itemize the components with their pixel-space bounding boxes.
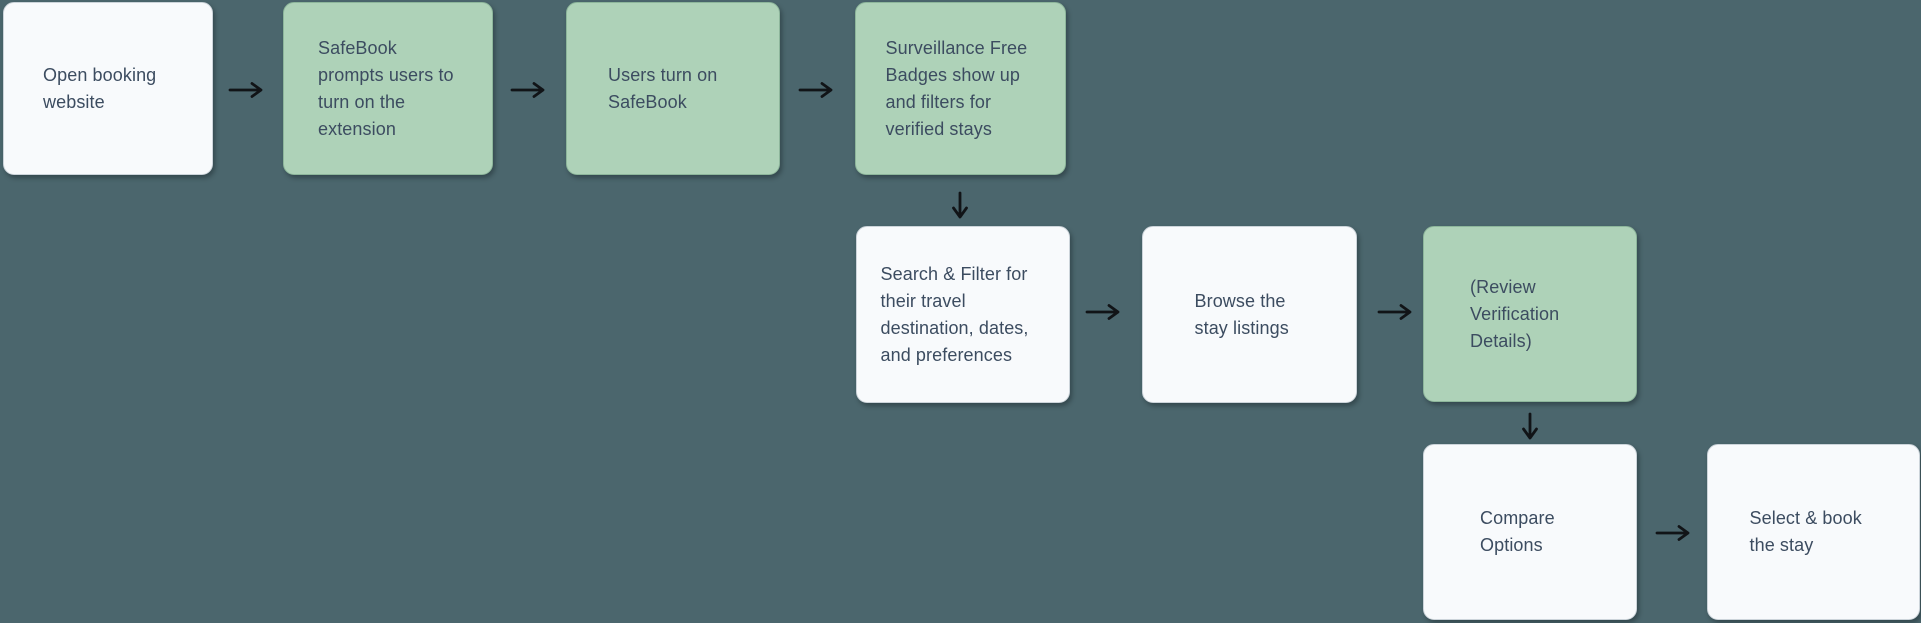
arrow-right-icon xyxy=(228,82,263,98)
node-label: Select & book the stay xyxy=(1749,508,1862,555)
arrow-right-icon xyxy=(1655,525,1690,541)
node-label: Users turn on SafeBook xyxy=(608,64,718,112)
arrow-right-icon xyxy=(798,82,833,98)
flow-node-search-and-filter[interactable]: Search & Filter for their travel destina… xyxy=(856,226,1070,403)
arrow-right-icon xyxy=(1085,304,1120,320)
flow-node-open-booking-website[interactable]: Open booking website xyxy=(3,2,213,175)
node-label: Surveillance Free Badges show up and fil… xyxy=(885,37,1028,139)
node-label: Browse the stay listings xyxy=(1194,290,1289,338)
flow-node-safebook-prompts-extension[interactable]: SafeBook prompts users to turn on the ex… xyxy=(283,2,493,175)
node-label: Search & Filter for their travel destina… xyxy=(880,263,1029,365)
node-label: Compare Options xyxy=(1480,508,1555,555)
node-label: SafeBook prompts users to turn on the ex… xyxy=(318,37,454,139)
flow-node-select-and-book-stay[interactable]: Select & book the stay xyxy=(1707,444,1920,620)
flow-node-review-verification-details[interactable]: (Review Verification Details) xyxy=(1423,226,1637,402)
arrow-right-icon xyxy=(1377,304,1412,320)
flow-node-compare-options[interactable]: Compare Options xyxy=(1423,444,1637,620)
arrow-down-icon xyxy=(952,191,968,219)
flow-node-browse-stay-listings[interactable]: Browse the stay listings xyxy=(1142,226,1357,403)
flow-node-surveillance-free-badges[interactable]: Surveillance Free Badges show up and fil… xyxy=(855,2,1066,175)
node-label: (Review Verification Details) xyxy=(1470,276,1560,351)
arrow-down-icon xyxy=(1522,412,1538,440)
arrow-right-icon xyxy=(510,82,545,98)
flow-node-users-turn-on-safebook[interactable]: Users turn on SafeBook xyxy=(566,2,780,175)
node-label: Open booking website xyxy=(43,64,157,112)
